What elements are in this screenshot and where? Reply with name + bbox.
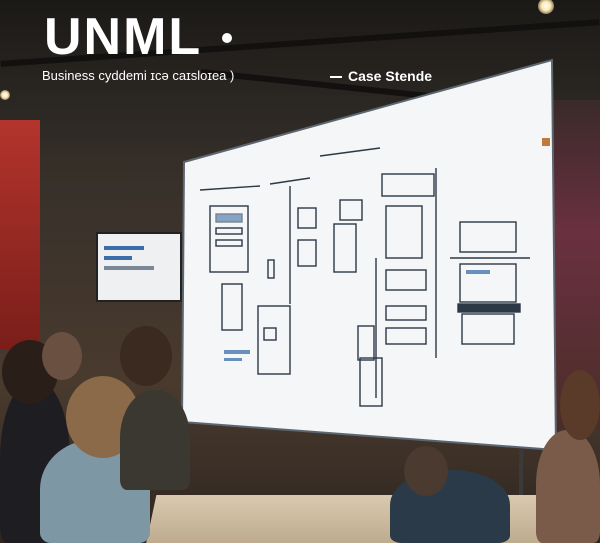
whiteboard-diagram: [180, 58, 558, 452]
dash-arrow-icon: [330, 76, 342, 79]
brand-wordmark: UNML: [44, 8, 203, 66]
case-label-text: Case Stende: [348, 68, 433, 84]
ceiling-lamp: [0, 90, 10, 100]
monitor-line: [104, 266, 154, 270]
tagline: Business cyddemi ɪcə caɪsloɪea ): [42, 68, 235, 83]
ceiling-lamp: [538, 0, 554, 14]
person: [120, 390, 190, 490]
table: [143, 495, 577, 543]
board-clip: [542, 138, 550, 146]
monitor-line: [104, 256, 132, 260]
dot-icon: [222, 33, 232, 43]
monitor-line: [104, 246, 144, 250]
background-monitor: [96, 232, 182, 302]
case-label: Case Stende: [330, 68, 432, 84]
person-head: [560, 370, 600, 440]
person-head: [120, 326, 172, 386]
red-wall: [0, 120, 40, 350]
person-head: [404, 446, 448, 496]
person-head: [42, 332, 82, 380]
whiteboard: [180, 58, 558, 454]
person: [536, 430, 600, 543]
